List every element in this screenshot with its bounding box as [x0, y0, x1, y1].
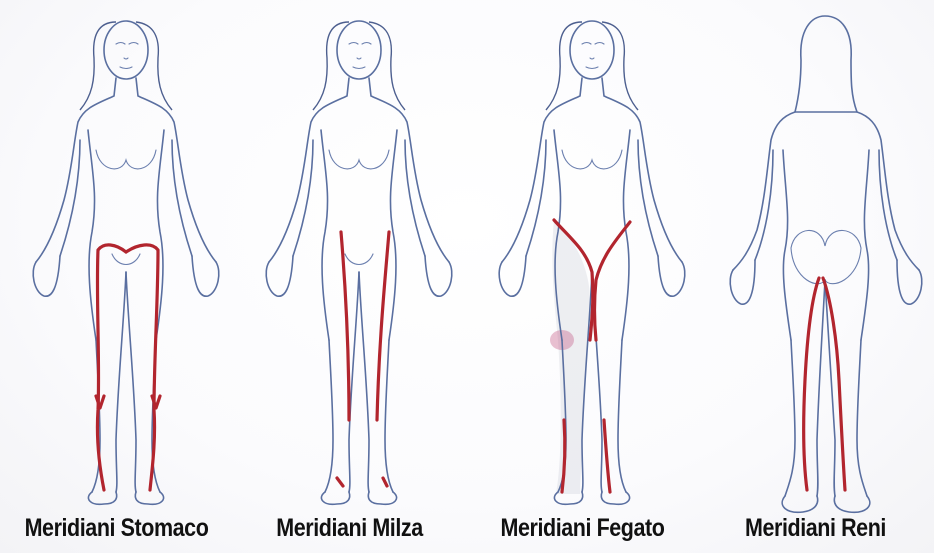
body-outline: [266, 21, 452, 504]
meridian-lines: [337, 232, 389, 486]
meridian-lines: [804, 278, 845, 490]
figure-front-milza: [233, 0, 466, 553]
caption-stomaco: Meridiani Stomaco: [16, 514, 216, 543]
panel-stomaco: Meridiani Stomaco: [0, 0, 233, 553]
panel-reni: Meridiani Reni: [699, 0, 932, 553]
panel-fegato: Meridiani Fegato: [466, 0, 699, 553]
body-outline: [499, 21, 685, 504]
caption-reni: Meridiani Reni: [715, 514, 915, 543]
panel-milza: Meridiani Milza: [233, 0, 466, 553]
figure-front-fegato: [466, 0, 699, 553]
body-outline: [33, 21, 219, 504]
body-outline: [730, 16, 922, 512]
caption-milza: Meridiani Milza: [249, 514, 449, 543]
figure-front-stomaco: [0, 0, 233, 553]
figure-back-reni: [699, 0, 932, 553]
caption-fegato: Meridiani Fegato: [482, 514, 682, 543]
meridian-lines: [96, 245, 160, 490]
